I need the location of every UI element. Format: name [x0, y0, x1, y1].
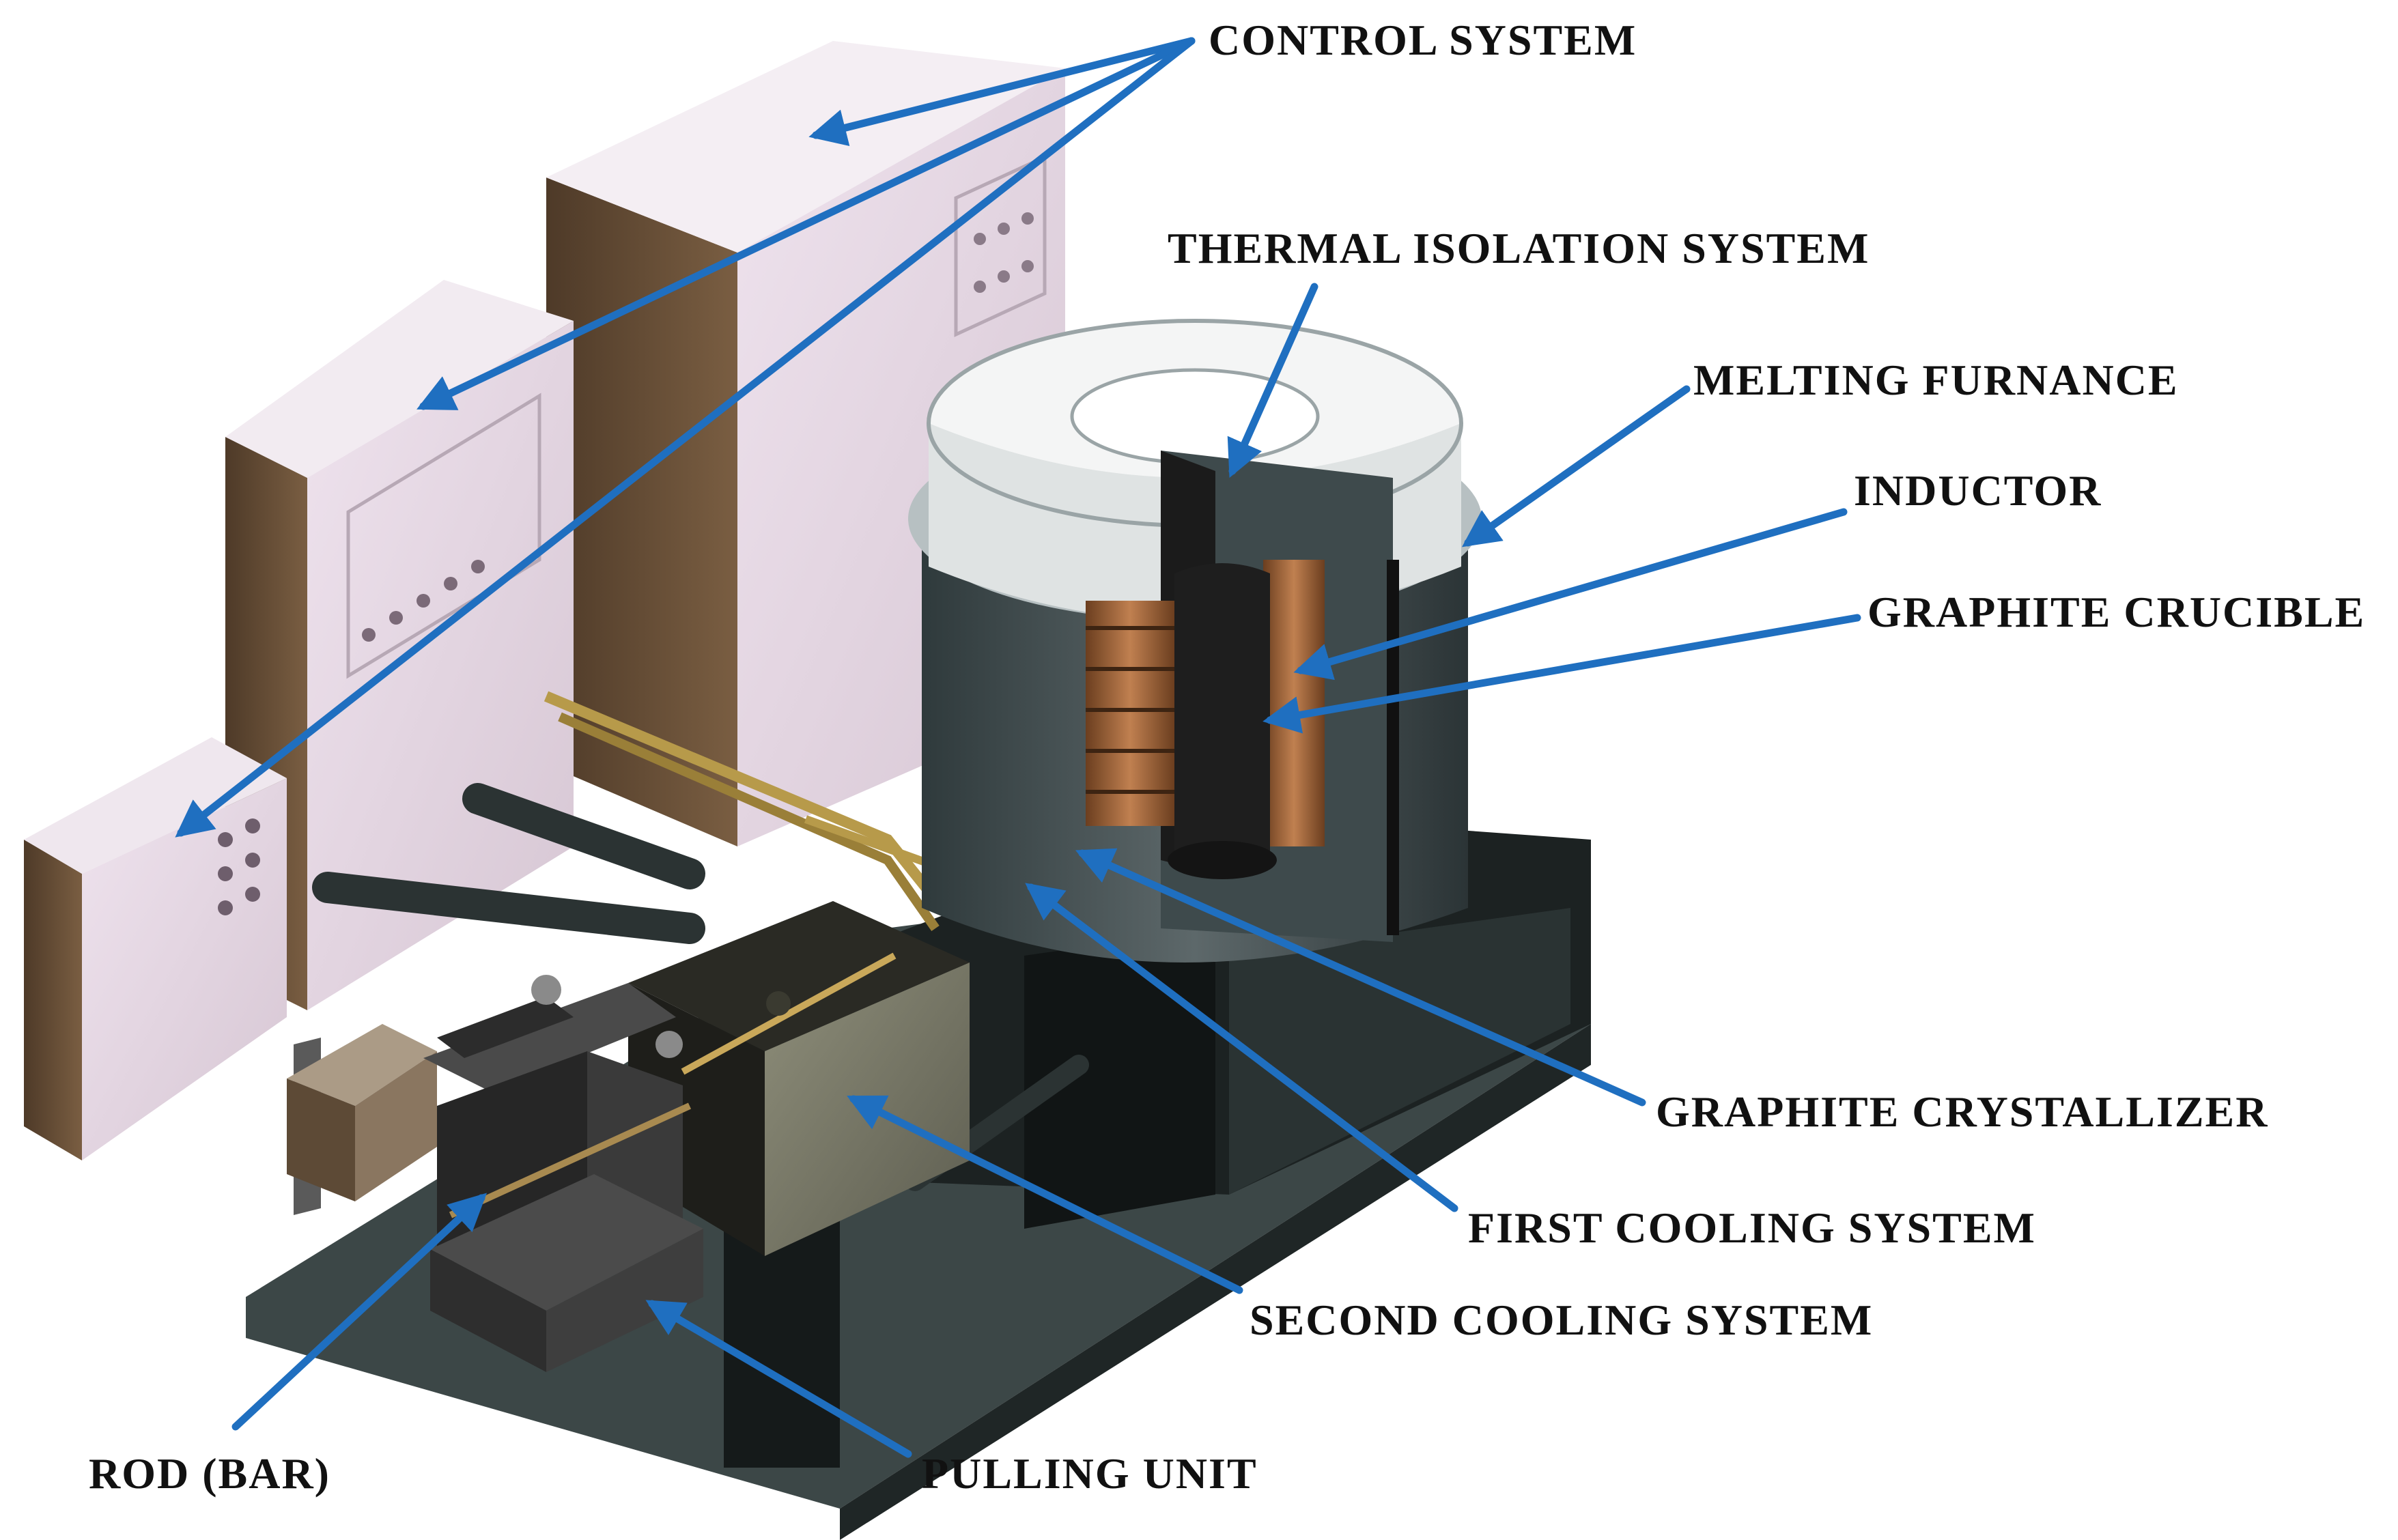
- label-pulling-unit: PULLING UNIT: [922, 1449, 1258, 1498]
- label-thermal-isolation-system: THERMAL ISOLATION SYSTEM: [1168, 224, 1870, 272]
- arrow-graphite-crucible: [1263, 614, 1861, 734]
- labels: CONTROL SYSTEM THERMAL ISOLATION SYSTEM …: [89, 16, 2365, 1498]
- arrow-control-system-2: [417, 37, 1196, 410]
- arrow-rod-bar: [231, 1193, 488, 1431]
- label-graphite-crucible: GRAPHITE CRUCIBLE: [1867, 588, 2365, 636]
- label-graphite-crystallizer: GRAPHITE CRYSTALLIZER: [1656, 1087, 2268, 1136]
- label-rod-bar: ROD (BAR): [89, 1449, 330, 1498]
- arrow-pulling-unit: [645, 1300, 912, 1458]
- rod-bar: [449, 1102, 692, 1218]
- arrow-thermal-isolation: [1227, 283, 1318, 479]
- melting-furnace: [908, 319, 1482, 962]
- graphite-crucible: [1174, 563, 1270, 877]
- arrow-inductor: [1293, 508, 1848, 681]
- label-inductor: INDUCTOR: [1854, 466, 2102, 515]
- arrow-control-system-1: [808, 37, 1196, 146]
- label-second-cooling-system: SECOND COOLING SYSTEM: [1250, 1296, 1873, 1344]
- arrow-control-system-3: [175, 37, 1196, 838]
- arrow-melting-furnace: [1462, 385, 1691, 547]
- control-cabinet-small: [24, 737, 287, 1160]
- arrow-graphite-crystallizer: [1075, 848, 1646, 1107]
- arrow-second-cooling: [847, 1095, 1243, 1294]
- arrow-first-cooling: [1025, 883, 1458, 1212]
- label-melting-furnace: MELTING FURNANCE: [1693, 356, 2179, 404]
- callout-arrows: [175, 37, 1861, 1458]
- control-cabinets: [24, 41, 1065, 1160]
- label-control-system: CONTROL SYSTEM: [1209, 16, 1637, 64]
- label-first-cooling-system: FIRST COOLING SYSTEM: [1468, 1203, 2036, 1252]
